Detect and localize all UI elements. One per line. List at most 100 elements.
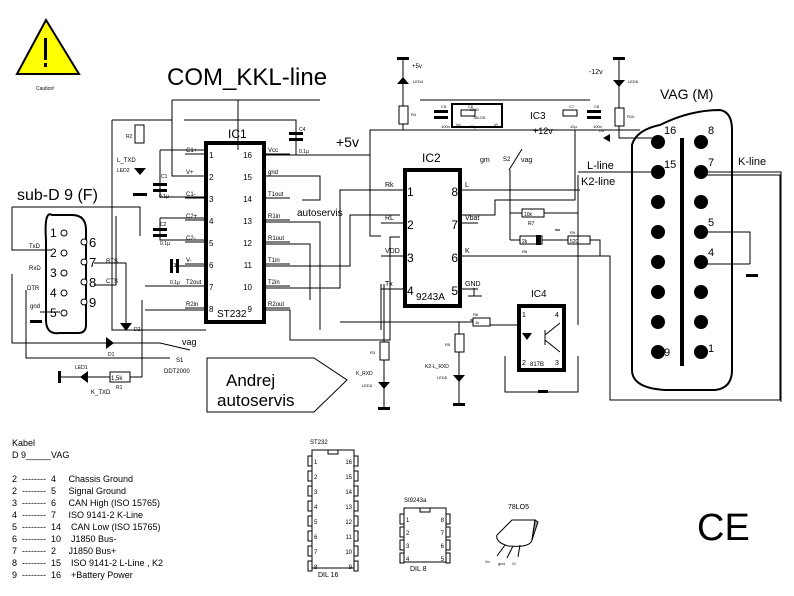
autoservis-label: autoservis xyxy=(297,208,343,219)
ground-icon xyxy=(133,193,147,196)
ic2-part: 9243A xyxy=(416,292,445,303)
ic1-pin-num: 4 xyxy=(209,217,214,226)
vag-pin xyxy=(694,165,708,179)
ic1-pin-num: 8 xyxy=(209,305,214,314)
author-banner xyxy=(206,357,348,413)
ic4-part: 817B xyxy=(530,362,544,368)
subd-pin-label: 4 xyxy=(50,286,57,300)
package-pin-num: 8 xyxy=(314,565,318,571)
ic4-pin3: 3 xyxy=(555,360,559,367)
package-pin-num: 13 xyxy=(345,505,352,511)
ddt2000-label: DDT2000 xyxy=(164,369,190,375)
package-pin-num: 3 xyxy=(314,490,318,496)
ic4-pin1: 1 xyxy=(522,312,526,319)
ic1-pin-num: 9 xyxy=(248,305,253,314)
ic1-pin-num: 2 xyxy=(209,173,214,182)
capacitor-c6 xyxy=(460,109,476,117)
resistor-r4 xyxy=(398,105,409,125)
resistor-r1 xyxy=(109,371,131,383)
caution-label: Caution! xyxy=(36,86,55,92)
ic3-vo-pin: Vo xyxy=(456,122,461,127)
package-pin-num: 4 xyxy=(406,557,410,563)
r4-ref: R4 xyxy=(411,112,417,117)
package-pin-num: 2 xyxy=(406,531,410,537)
gnd-label: gnd xyxy=(30,304,40,310)
ic3-vi-pin: Vi xyxy=(494,122,498,127)
vag-pin xyxy=(694,135,708,149)
ic2-pin-num: 6 xyxy=(451,251,458,265)
supply-bar-icon xyxy=(397,57,409,60)
package-pin-num: 2 xyxy=(314,475,318,481)
subd-connector xyxy=(44,213,87,335)
package-pin-num: 9 xyxy=(349,565,353,571)
ground-icon xyxy=(58,371,61,383)
ic1-pin-name: V- xyxy=(186,258,192,264)
cable-title: Kabel xyxy=(12,438,36,448)
ic1-pin-name: T1in xyxy=(268,258,280,264)
package-pin-num: 1 xyxy=(406,518,410,524)
r9-ref: R9 xyxy=(570,230,576,235)
vag-pin xyxy=(651,345,665,359)
subd-pin-label: 2 xyxy=(50,246,57,260)
package-pin-num: 11 xyxy=(346,535,353,541)
ic1-pin-name: R2in xyxy=(186,302,198,308)
ground-icon xyxy=(746,274,758,277)
plus5v-small-label: +5v xyxy=(412,64,422,70)
ic3-name: IC3 xyxy=(530,111,546,122)
ic1-pin-name: C1- xyxy=(186,192,196,198)
dil8-caption: DIL 8 xyxy=(410,566,427,573)
vag-pin xyxy=(651,255,665,269)
package-pin-num: 7 xyxy=(441,531,445,537)
ic2-pin-name: Vbat xyxy=(465,215,479,222)
k2l-rxd-label: K2-L_RXD xyxy=(425,364,449,370)
package-pin-num: 14 xyxy=(345,490,352,496)
vag-pin xyxy=(651,285,665,299)
ic1-pin-num: 16 xyxy=(243,151,252,160)
ic4-pin2: 2 xyxy=(522,360,526,367)
cable-row: 3 -------- 6 CAN High (ISO 15765) xyxy=(12,498,161,508)
dil16-caption: DIL 16 xyxy=(318,572,338,579)
ic1-pin-name: C2- xyxy=(186,236,196,242)
ce-mark: CE xyxy=(697,507,750,549)
ic1-pin-name: C1+ xyxy=(186,148,198,154)
ic1-pin-num: 5 xyxy=(209,239,214,248)
ic1-pin-name: C2+ xyxy=(186,214,198,220)
ground-icon xyxy=(538,390,548,393)
ic4-pin4: 4 xyxy=(555,312,559,319)
cable-row: 9 -------- 16 +Battery Power xyxy=(12,570,133,580)
ic2-pin-num: 1 xyxy=(407,185,414,199)
r6-ref: R6 xyxy=(473,312,479,317)
s1-label: S1 xyxy=(176,358,184,364)
ic1-pin-num: 14 xyxy=(243,195,252,204)
to92-vo: Vo xyxy=(485,559,490,564)
dil16-title: ST232 xyxy=(310,440,328,446)
vag-pin-label: 15 xyxy=(664,159,676,171)
ic2-pin-name: GND xyxy=(465,281,481,288)
ic2-pin-name: Tx xyxy=(385,281,393,288)
package-pin-num: 5 xyxy=(314,520,318,526)
package-pin-num: 7 xyxy=(314,550,318,556)
cable-legend: Kabel D 9_____VAG 2 -------- 4 Chassis G… xyxy=(12,437,163,581)
ic1-pin-num: 11 xyxy=(244,261,253,270)
vag-pin xyxy=(694,255,708,269)
supply-bar-icon xyxy=(613,57,625,60)
package-pin-num: 4 xyxy=(314,505,318,511)
plus5v-label: +5v xyxy=(336,134,359,150)
vag-pin xyxy=(694,315,708,329)
r1-value: 1,5k xyxy=(111,376,123,382)
capacitor-c7 xyxy=(562,109,578,117)
vag-pin xyxy=(694,195,708,209)
vag-pin xyxy=(651,165,665,179)
capacitor-c8 xyxy=(587,110,601,119)
resistor-r5 xyxy=(454,333,465,353)
vag-pin xyxy=(651,195,665,209)
r6-value: 1k xyxy=(475,320,479,325)
c5-value: 100n xyxy=(441,124,450,129)
ic1-pin-num: 15 xyxy=(243,173,252,182)
capacitor-c2 xyxy=(153,228,167,237)
ic1-pin-num: 7 xyxy=(209,283,214,292)
vag-pin xyxy=(651,225,665,239)
c8-ref: C8 xyxy=(594,104,600,109)
